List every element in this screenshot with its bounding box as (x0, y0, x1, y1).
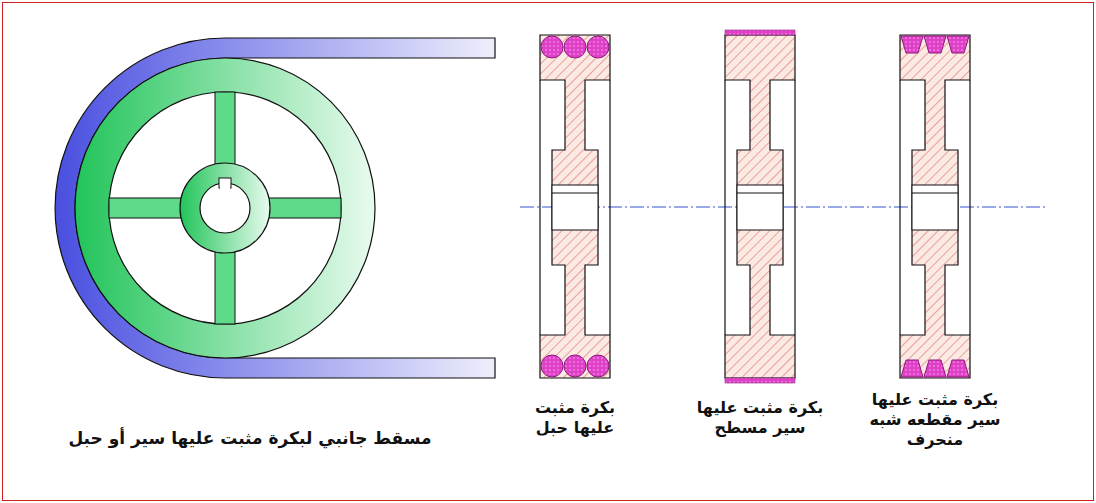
hatched-section (900, 35, 970, 378)
rope (587, 36, 609, 58)
side-line (969, 80, 970, 335)
pulley-label: بكرة مثبت عليها سير مقطعه شبه منحرف (865, 390, 1005, 450)
flat-belt (725, 30, 795, 35)
bore (737, 185, 783, 230)
side-line (794, 80, 795, 335)
rope (564, 36, 586, 58)
frame-border (3, 3, 1094, 501)
hatched-section (725, 35, 795, 378)
side-line (724, 80, 725, 335)
v-belt (901, 36, 923, 53)
flat-belt (725, 378, 795, 383)
pulley-label: بكرة مثبت عليها حبل (529, 398, 621, 438)
v-belt (947, 360, 969, 377)
v-belt (901, 360, 923, 377)
bore-line (912, 193, 958, 194)
pulley-section (540, 35, 610, 378)
v-belt (947, 36, 969, 53)
bore (912, 185, 958, 230)
hatched-section (540, 35, 610, 378)
pulley-section (900, 35, 970, 378)
side-line (539, 80, 540, 335)
bore (552, 185, 598, 230)
v-belt (924, 360, 946, 377)
rope (541, 36, 563, 58)
rope (564, 355, 586, 377)
pulley-section (725, 30, 795, 383)
bore-line (737, 193, 783, 194)
section-views (540, 30, 970, 383)
side-view-pulley (55, 38, 495, 378)
view-caption: مسقط جانبي لبكرة مثبت عليها سير أو حبل (20, 428, 480, 449)
side-line (609, 80, 610, 335)
v-belt (924, 36, 946, 53)
bore-line (552, 193, 598, 194)
rope (587, 355, 609, 377)
rope (541, 355, 563, 377)
side-line (899, 80, 900, 335)
pulley-label: بكرة مثبت عليها سير مسطح (690, 398, 830, 438)
